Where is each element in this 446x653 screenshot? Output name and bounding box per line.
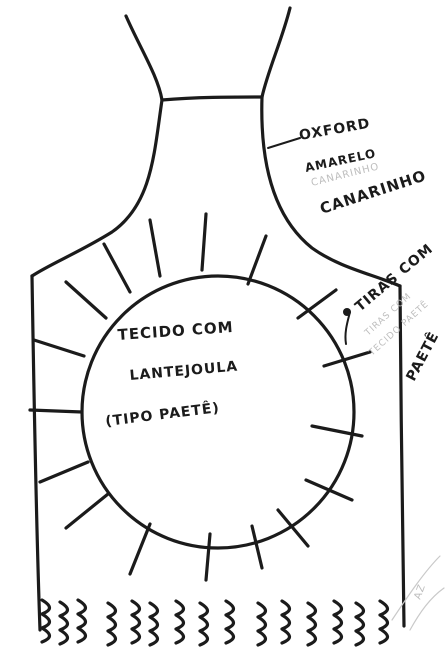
fringe-squiggle	[258, 603, 266, 645]
sun-ray	[278, 510, 308, 546]
center-label: TECIDO COM LANTEJOULA (TIPO PAETÊ)	[104, 318, 238, 430]
sun-ray	[130, 524, 150, 574]
fringe-squiggle	[42, 600, 50, 642]
side-annotation-leader	[345, 312, 350, 344]
left-side-seam	[32, 276, 40, 630]
fringe-squiggle	[200, 603, 208, 645]
sun-rays	[30, 214, 370, 580]
fringe-squiggle	[380, 601, 388, 643]
left-neck-strap	[126, 16, 162, 100]
fringe-squiggle	[176, 601, 184, 643]
center-label-line2: LANTEJOULA	[129, 359, 239, 384]
side-note-line4: PAETÊ	[403, 329, 443, 384]
neck-annotation-leader	[268, 138, 300, 148]
fringe-squiggle	[108, 603, 116, 645]
center-label-line1: TECIDO COM	[117, 318, 234, 344]
sun-ray	[252, 526, 262, 568]
fringe-squiggle	[78, 600, 86, 642]
fringe-squiggle	[150, 603, 158, 645]
sun-ray	[66, 282, 106, 318]
side-annotation: TIRAS COM TIRAS COM TECIDO PAETÊ PAETÊ	[343, 241, 443, 384]
fringe-squiggle	[60, 602, 68, 644]
fringe-squiggle	[282, 601, 290, 643]
fringe-squiggle	[356, 603, 364, 645]
corner-faint-text: AZ	[412, 583, 428, 602]
sun-ray	[40, 462, 88, 482]
fringe-squiggle	[132, 601, 140, 643]
sun-ray	[206, 534, 210, 580]
neck-annotation: OXFORD AMARELO CANARINHO CANARINHO	[268, 116, 429, 218]
neckline	[162, 97, 262, 100]
sun-ray	[324, 352, 370, 366]
sun-ray	[202, 214, 206, 270]
sun-ray	[34, 340, 84, 356]
hem-fringe	[42, 600, 388, 645]
center-label-line3: (TIPO PAETÊ)	[104, 399, 220, 430]
sun-ray	[66, 494, 108, 528]
neck-note-line1: OXFORD	[298, 116, 372, 144]
fringe-squiggle	[226, 601, 234, 643]
right-neck-strap	[262, 8, 290, 97]
sun-ray	[306, 480, 352, 500]
fringe-squiggle	[334, 601, 342, 643]
sun-ray	[298, 290, 336, 318]
fringe-squiggle	[308, 603, 316, 645]
sun-ray	[150, 220, 160, 276]
left-armhole	[32, 100, 162, 276]
sun-ray	[104, 244, 130, 292]
sun-ray	[248, 236, 266, 284]
right-side-seam	[400, 286, 404, 626]
sun-ray	[30, 410, 82, 412]
side-annotation-dot	[343, 308, 351, 316]
